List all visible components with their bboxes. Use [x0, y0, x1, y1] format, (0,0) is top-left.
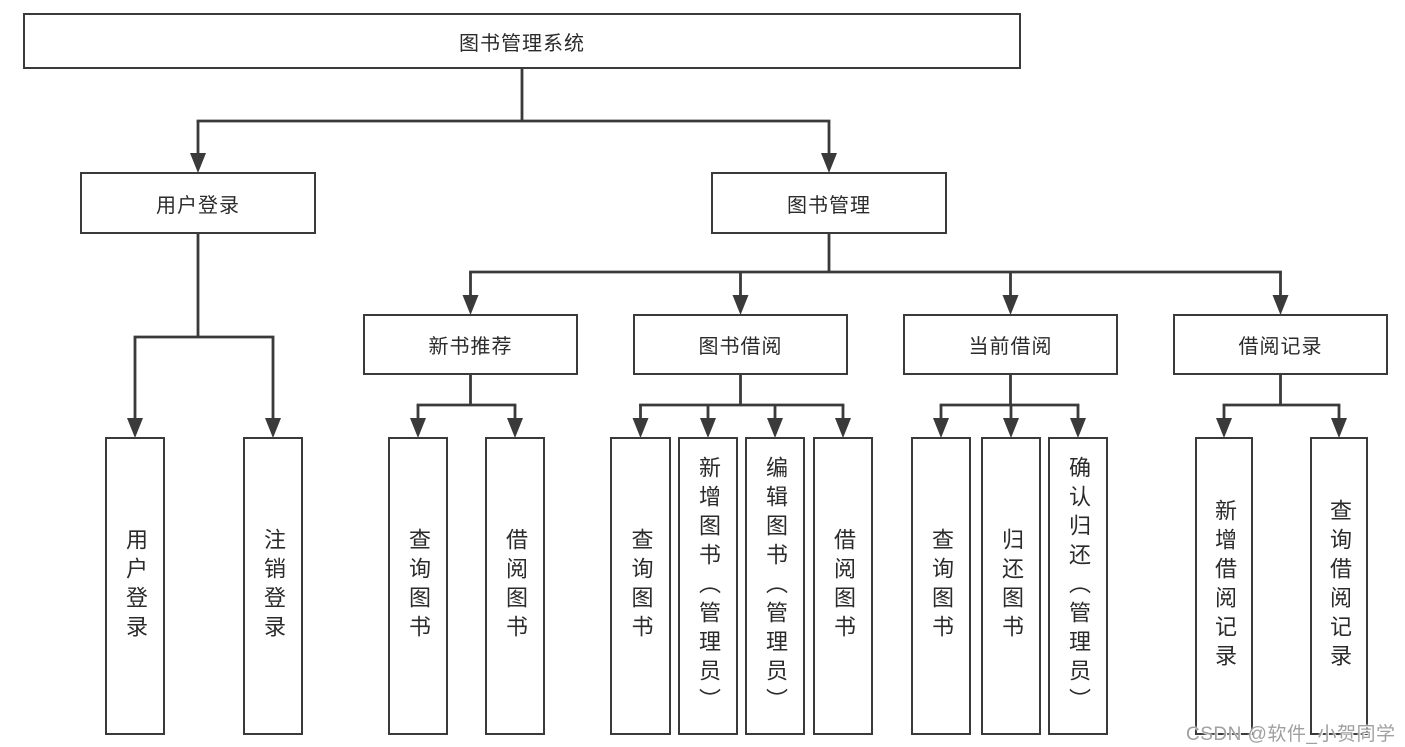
arrowhead	[190, 153, 206, 173]
arrowhead	[462, 295, 479, 315]
diagram-node-leaf-return-book: 归还图书	[981, 437, 1041, 735]
arrowhead	[1331, 418, 1347, 438]
watermark: CSDN @软件_小贺同学	[1186, 724, 1396, 745]
arrowhead	[507, 418, 523, 438]
arrowhead	[1216, 418, 1232, 438]
diagram-node-book-borrow: 图书借阅	[633, 314, 848, 375]
arrowhead	[1002, 295, 1019, 315]
arrowhead	[1003, 418, 1019, 438]
diagram-node-leaf-query-book-3: 查询图书	[911, 437, 971, 735]
diagram-node-leaf-borrow-book-2: 借阅图书	[813, 437, 873, 735]
diagram-node-leaf-query-book-1: 查询图书	[388, 437, 448, 735]
diagram-node-leaf-logout: 注销登录	[243, 437, 303, 735]
diagram-node-leaf-borrow-book-1: 借阅图书	[485, 437, 545, 735]
arrowhead	[410, 418, 426, 438]
arrowhead	[127, 418, 143, 438]
diagram-node-leaf-confirm-return: 确认归还（管理员）	[1048, 437, 1108, 735]
arrowhead	[700, 418, 716, 438]
arrowhead	[1070, 418, 1086, 438]
diagram-node-new-book-rec: 新书推荐	[363, 314, 578, 375]
diagram-node-user-login: 用户登录	[80, 172, 316, 234]
arrowhead	[821, 153, 837, 173]
diagram-node-book-mgmt: 图书管理	[711, 172, 947, 234]
diagram-node-leaf-query-record: 查询借阅记录	[1310, 437, 1368, 735]
diagram-node-system: 图书管理系统	[23, 13, 1021, 69]
arrowhead	[835, 418, 851, 438]
arrowhead	[632, 418, 649, 438]
diagram-node-leaf-add-book: 新增图书（管理员）	[678, 437, 738, 735]
arrowhead	[933, 418, 949, 438]
diagram-node-leaf-edit-book: 编辑图书（管理员）	[745, 437, 805, 735]
arrowhead	[1272, 295, 1289, 315]
diagram-node-leaf-add-record: 新增借阅记录	[1195, 437, 1253, 735]
diagram-node-leaf-user-login: 用户登录	[105, 437, 165, 735]
diagram-node-current-borrow: 当前借阅	[903, 314, 1118, 375]
arrowhead	[767, 418, 783, 438]
diagram-node-leaf-query-book-2: 查询图书	[610, 437, 671, 735]
arrowhead	[732, 295, 749, 315]
diagram-node-borrow-records: 借阅记录	[1173, 314, 1388, 375]
arrowhead	[265, 418, 281, 438]
